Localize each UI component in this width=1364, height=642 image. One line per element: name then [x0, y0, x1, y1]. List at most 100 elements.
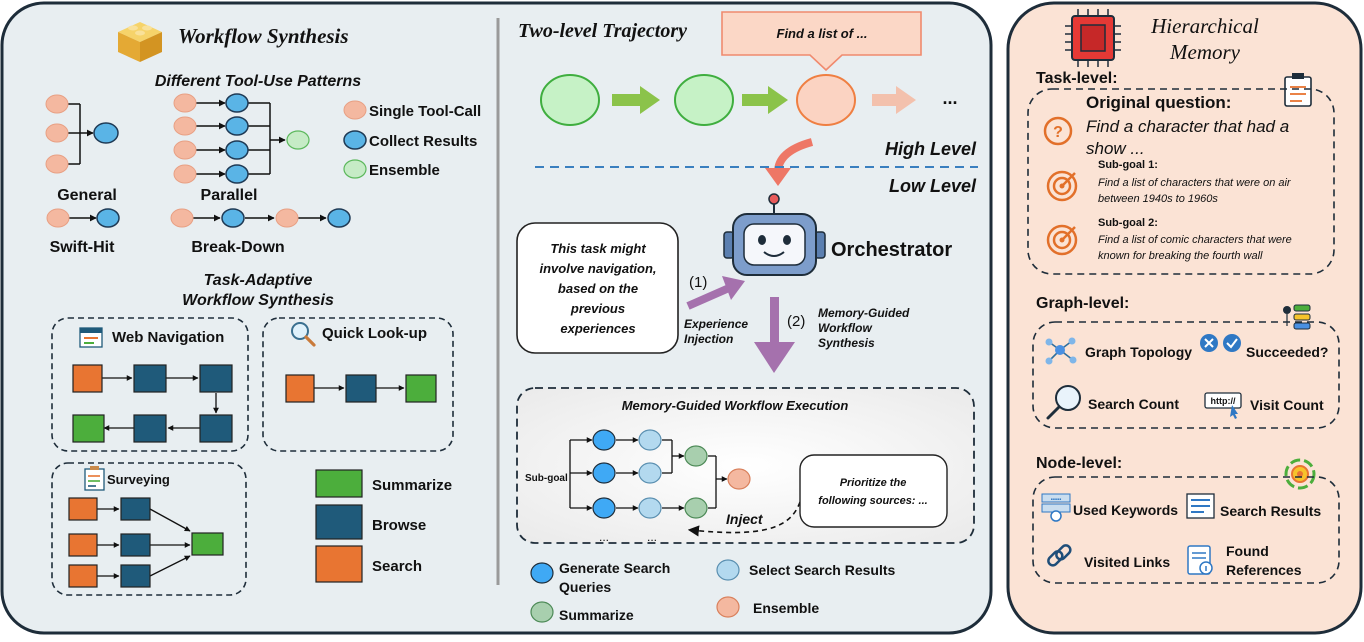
synthesis-arrow-head	[754, 342, 795, 373]
search-results-label: Search Results	[1220, 503, 1321, 519]
web-navigation-flow	[72, 364, 233, 443]
ensemble-legend-label: Ensemble	[753, 600, 819, 616]
execution-title: Memory-Guided Workflow Execution	[622, 398, 849, 413]
mgws-label-3: Synthesis	[818, 336, 875, 350]
surveying-flow	[68, 497, 224, 588]
url-icon-text: http://	[1211, 396, 1236, 406]
inject-label: Inject	[726, 511, 764, 527]
graph-level-heading: Graph-level:	[1036, 295, 1129, 312]
target-icon-2	[1046, 224, 1078, 256]
web-navigation-box	[51, 317, 249, 452]
subgoal-label: Sub-goal	[525, 473, 568, 484]
swift-hit-label: Swift-Hit	[50, 239, 116, 256]
general-label: General	[57, 187, 117, 204]
bubble-line-2: involve navigation,	[539, 261, 656, 276]
experience-label-2: Injection	[684, 332, 733, 346]
callout-text: Find a list of ...	[777, 26, 868, 41]
visit-count-label: Visit Count	[1250, 397, 1324, 413]
chip-icon	[1065, 9, 1121, 67]
bubble-line-4: previous	[570, 301, 625, 316]
task-level-box	[1027, 88, 1335, 275]
subgoal-2-line2: known for breaking the fourth wall	[1098, 250, 1263, 262]
select-results-marker	[716, 559, 740, 581]
lego-icon	[118, 22, 162, 62]
svg-text:?: ?	[1053, 124, 1063, 141]
summarize-block-marker	[315, 469, 363, 498]
trajectory-title: Two-level Trajectory	[518, 20, 687, 42]
bubble-line-3: based on the	[558, 281, 638, 296]
parallel-label: Parallel	[201, 187, 258, 204]
surveying-box	[51, 462, 247, 596]
search-count-icon	[1046, 385, 1081, 420]
graph-topology-label: Graph Topology	[1085, 344, 1192, 360]
link-icon	[1047, 544, 1072, 567]
bubble-line-1: This task might	[550, 241, 646, 256]
execution-legend: Generate Search Queries Select Search Re…	[530, 559, 896, 623]
mgws-label-1: Memory-Guided	[818, 306, 910, 320]
mgws-label-2: Workflow	[818, 321, 872, 335]
memory-title-line2: Memory	[1169, 40, 1241, 64]
subgoal-1-line2: between 1940s to 1960s	[1098, 193, 1218, 205]
graph-topology-icon	[1045, 337, 1077, 365]
execution-flow	[569, 429, 751, 519]
subgoal-2-title: Sub-goal 2:	[1098, 217, 1158, 229]
high-level-arrow-2	[742, 86, 788, 114]
graph-level-box	[1032, 321, 1340, 429]
patterns-title: Different Tool-Use Patterns	[155, 73, 361, 90]
question-line-2: show ...	[1086, 139, 1145, 158]
subgoal-1-title: Sub-goal 1:	[1098, 159, 1158, 171]
callout-box	[721, 11, 922, 72]
synthesis-arrow	[770, 297, 779, 344]
general-pattern	[45, 94, 119, 174]
execution-dots-1: ...	[599, 530, 609, 544]
browse-block-marker	[315, 504, 363, 540]
quick-lookup-label: Quick Look-up	[322, 325, 427, 342]
step-1-label: (1)	[689, 274, 707, 291]
inject-arrow	[687, 501, 801, 537]
checklist-icon	[1284, 73, 1312, 107]
search-count-label: Search Count	[1088, 396, 1179, 412]
trajectory-ellipsis: ...	[942, 88, 957, 108]
keywords-icon: ▪▪▪▪▪	[1041, 493, 1071, 522]
subgoal-1-line1: Find a list of characters that were on a…	[1098, 177, 1292, 189]
robot-icon	[723, 193, 826, 276]
found-references-label-2: References	[1226, 562, 1302, 578]
adaptive-title-line2: Workflow Synthesis	[182, 292, 334, 309]
orchestrator-label: Orchestrator	[831, 239, 952, 261]
original-question-label: Original question:	[1086, 93, 1231, 112]
search-block-label: Search	[372, 558, 422, 575]
cross-check-icon	[1200, 334, 1241, 352]
used-keywords-label: Used Keywords	[1073, 502, 1178, 518]
web-navigation-label: Web Navigation	[112, 329, 224, 346]
high-level-arrow-3	[872, 86, 916, 114]
memory-panel	[1006, 1, 1363, 635]
generate-queries-label-2: Queries	[559, 579, 611, 595]
task-level-heading: Task-level:	[1036, 70, 1118, 87]
summarize-legend-label: Summarize	[559, 607, 634, 623]
node-level-heading: Node-level:	[1036, 455, 1122, 472]
subgoal-2-line1: Find a list of comic characters that wer…	[1098, 234, 1292, 246]
high-level-node-1	[540, 74, 600, 126]
single-tool-call-label: Single Tool-Call	[369, 103, 481, 120]
collect-results-label: Collect Results	[369, 133, 477, 150]
references-icon	[1187, 545, 1213, 575]
gear-cycle-icon	[1284, 458, 1316, 490]
high-level-arrow-1	[612, 86, 660, 114]
summarize-marker	[530, 601, 554, 623]
question-icon: ?	[1043, 116, 1073, 146]
swift-hit-pattern	[46, 208, 120, 228]
generate-queries-label-1: Generate Search	[559, 560, 670, 576]
quick-lookup-flow	[285, 374, 437, 403]
target-icon-1	[1046, 170, 1078, 202]
browser-window-icon	[79, 327, 103, 348]
ensemble-marker	[343, 159, 367, 179]
search-block-marker	[315, 545, 363, 583]
low-level-label: Low Level	[889, 176, 977, 196]
magnifier-icon	[291, 322, 316, 347]
experience-label-1: Experience	[684, 317, 748, 331]
question-line-1: Find a character that had a	[1086, 117, 1289, 136]
experience-arrow	[686, 284, 731, 310]
descend-arrow-head	[765, 168, 791, 186]
generate-queries-marker	[530, 562, 554, 584]
